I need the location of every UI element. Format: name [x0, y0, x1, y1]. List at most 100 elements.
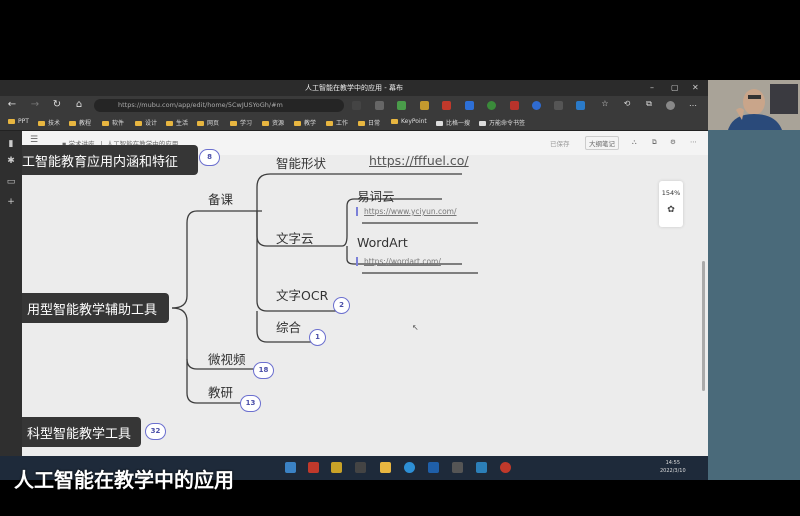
yiciyun-url-link[interactable]: https://www.yciyun.com/: [356, 207, 457, 216]
maximize-icon[interactable]: ▢: [671, 83, 679, 92]
mindmap-icon[interactable]: ✱: [7, 156, 15, 166]
node-bottom[interactable]: 科型智能教学工具: [22, 417, 141, 447]
vertical-scrollbar[interactable]: [702, 261, 705, 391]
mouse-cursor-icon: ↖: [412, 323, 419, 332]
extension-icon[interactable]: [532, 101, 541, 110]
theme-icon[interactable]: ✿: [667, 205, 675, 215]
extension-icon[interactable]: [465, 101, 474, 110]
node-shape-tool[interactable]: 智能形状: [276, 156, 327, 171]
export-icon[interactable]: ⧉: [652, 138, 657, 146]
desktop-background: [708, 130, 800, 480]
extension-icon[interactable]: [510, 101, 519, 110]
bookmark-link[interactable]: 比格一搜: [436, 118, 470, 127]
save-status: 已保存: [550, 140, 570, 148]
bookmark-folder[interactable]: PPT: [8, 118, 29, 125]
bookmark-folder[interactable]: 日常: [358, 118, 380, 127]
settings-icon[interactable]: ⚙: [670, 138, 676, 146]
extension-icon[interactable]: [576, 101, 585, 110]
extension-icon[interactable]: [375, 101, 384, 110]
folder-icon: [166, 121, 173, 126]
more-icon[interactable]: ⋯: [690, 138, 697, 146]
more-icon[interactable]: …: [689, 99, 697, 108]
bookmark-folder[interactable]: 工作: [326, 118, 348, 127]
bookmark-folder[interactable]: 教学: [294, 118, 316, 127]
bookmark-link[interactable]: 万能命令书签: [479, 118, 525, 127]
breadcrumb-parent[interactable]: 学术讲座: [68, 140, 95, 148]
menu-icon[interactable]: ☰: [30, 135, 39, 145]
reload-icon[interactable]: ↻: [52, 99, 62, 110]
collapsed-count-badge[interactable]: 13: [240, 395, 261, 412]
node-top[interactable]: 工智能教育应用内涵和特征: [22, 145, 198, 175]
system-clock[interactable]: 14:55 2022/3/10: [660, 460, 686, 474]
taskbar-app-icon[interactable]: [355, 462, 366, 473]
folder-icon: [358, 121, 365, 126]
bookmark-folder[interactable]: 生活: [166, 118, 188, 127]
bookmark-folder[interactable]: 设计: [135, 118, 157, 127]
node-prep[interactable]: 备课: [208, 192, 234, 207]
mindmap-canvas[interactable]: ☰ ▪ 学术讲座 |人工智能在教学中的应用 已保存 大纲笔记 ⛬ ⧉ ⚙ ⋯ 工…: [22, 131, 708, 456]
forward-icon[interactable]: →: [30, 99, 40, 110]
bookmark-folder[interactable]: KeyPoint: [391, 118, 427, 125]
extension-icon[interactable]: [442, 101, 451, 110]
node-research[interactable]: 教研: [208, 385, 234, 400]
wordart-url-link[interactable]: https://wordart.com/: [356, 257, 441, 266]
address-bar[interactable]: https://mubu.com/app/edit/home/5CwJUSYoG…: [94, 99, 344, 112]
node-yiciyun[interactable]: 易词云: [357, 189, 395, 204]
node-wordcloud[interactable]: 文字云: [276, 231, 314, 246]
bookmark-folder[interactable]: 技术: [38, 118, 60, 127]
node-microvideo[interactable]: 微视频: [208, 352, 246, 367]
extension-icon[interactable]: [554, 101, 563, 110]
taskbar-app-icon[interactable]: [404, 462, 415, 473]
zoom-control: 154% ✿: [659, 181, 683, 227]
folder-icon: [8, 119, 15, 124]
outline-button[interactable]: 大纲笔记: [585, 136, 619, 150]
minimize-icon[interactable]: –: [650, 83, 654, 92]
taskbar-app-icon[interactable]: [380, 462, 391, 473]
presenter-image: [708, 80, 800, 130]
zoom-level[interactable]: 154%: [661, 189, 681, 197]
collapsed-count-badge[interactable]: 1: [309, 329, 326, 346]
bookmark-folder[interactable]: 教程: [69, 118, 91, 127]
bookmark-folder[interactable]: 网页: [197, 118, 219, 127]
back-icon[interactable]: ←: [7, 99, 17, 110]
bookmark-folder[interactable]: 软件: [102, 118, 124, 127]
avatar[interactable]: [666, 101, 675, 110]
taskbar-app-icon[interactable]: [331, 462, 342, 473]
folder-icon: [38, 121, 45, 126]
taskbar-app-icon[interactable]: [308, 462, 319, 473]
present-icon[interactable]: ▭: [6, 177, 16, 187]
taskbar-app-icon[interactable]: [476, 462, 487, 473]
taskbar-app-icon[interactable]: [428, 462, 439, 473]
collapsed-count-badge[interactable]: 32: [145, 423, 166, 440]
collapsed-count-badge[interactable]: 8: [199, 149, 220, 166]
extension-icon[interactable]: [487, 101, 496, 110]
shape-url-link[interactable]: https://fffuel.co/: [369, 153, 469, 168]
window-title: 人工智能在教学中的应用 - 幕布: [305, 84, 403, 92]
share-icon[interactable]: ⛬: [632, 138, 637, 146]
close-icon[interactable]: ✕: [692, 83, 699, 92]
node-ocr[interactable]: 文字OCR: [276, 288, 329, 303]
extension-icon[interactable]: [352, 101, 361, 110]
add-icon[interactable]: +: [7, 197, 15, 207]
taskbar-app-icon[interactable]: [452, 462, 463, 473]
collections-icon[interactable]: ⧉: [646, 99, 652, 108]
mindmap-connectors: [171, 173, 478, 404]
collapsed-count-badge[interactable]: 2: [333, 297, 350, 314]
extension-icon[interactable]: [420, 101, 429, 110]
node-tools[interactable]: 用型智能教学辅助工具: [22, 293, 169, 323]
extension-icon[interactable]: [397, 101, 406, 110]
taskbar: 14:55 2022/3/10: [0, 456, 708, 480]
node-wordart[interactable]: WordArt: [357, 235, 408, 250]
home-icon[interactable]: ⌂: [75, 99, 83, 110]
favorites-icon[interactable]: ☆: [601, 99, 609, 108]
collapsed-count-badge[interactable]: 18: [253, 362, 274, 379]
breadcrumb-current: 人工智能在教学中的应用: [106, 140, 179, 148]
taskbar-app-icon[interactable]: [500, 462, 511, 473]
folder-icon: [326, 121, 333, 126]
bookmark-folder[interactable]: 学习: [230, 118, 252, 127]
document-icon[interactable]: ▮: [8, 139, 14, 149]
taskbar-app-icon[interactable]: [285, 462, 296, 473]
node-general[interactable]: 综合: [276, 320, 302, 335]
bookmark-folder[interactable]: 资源: [262, 118, 284, 127]
history-icon[interactable]: ⟲: [623, 99, 631, 108]
